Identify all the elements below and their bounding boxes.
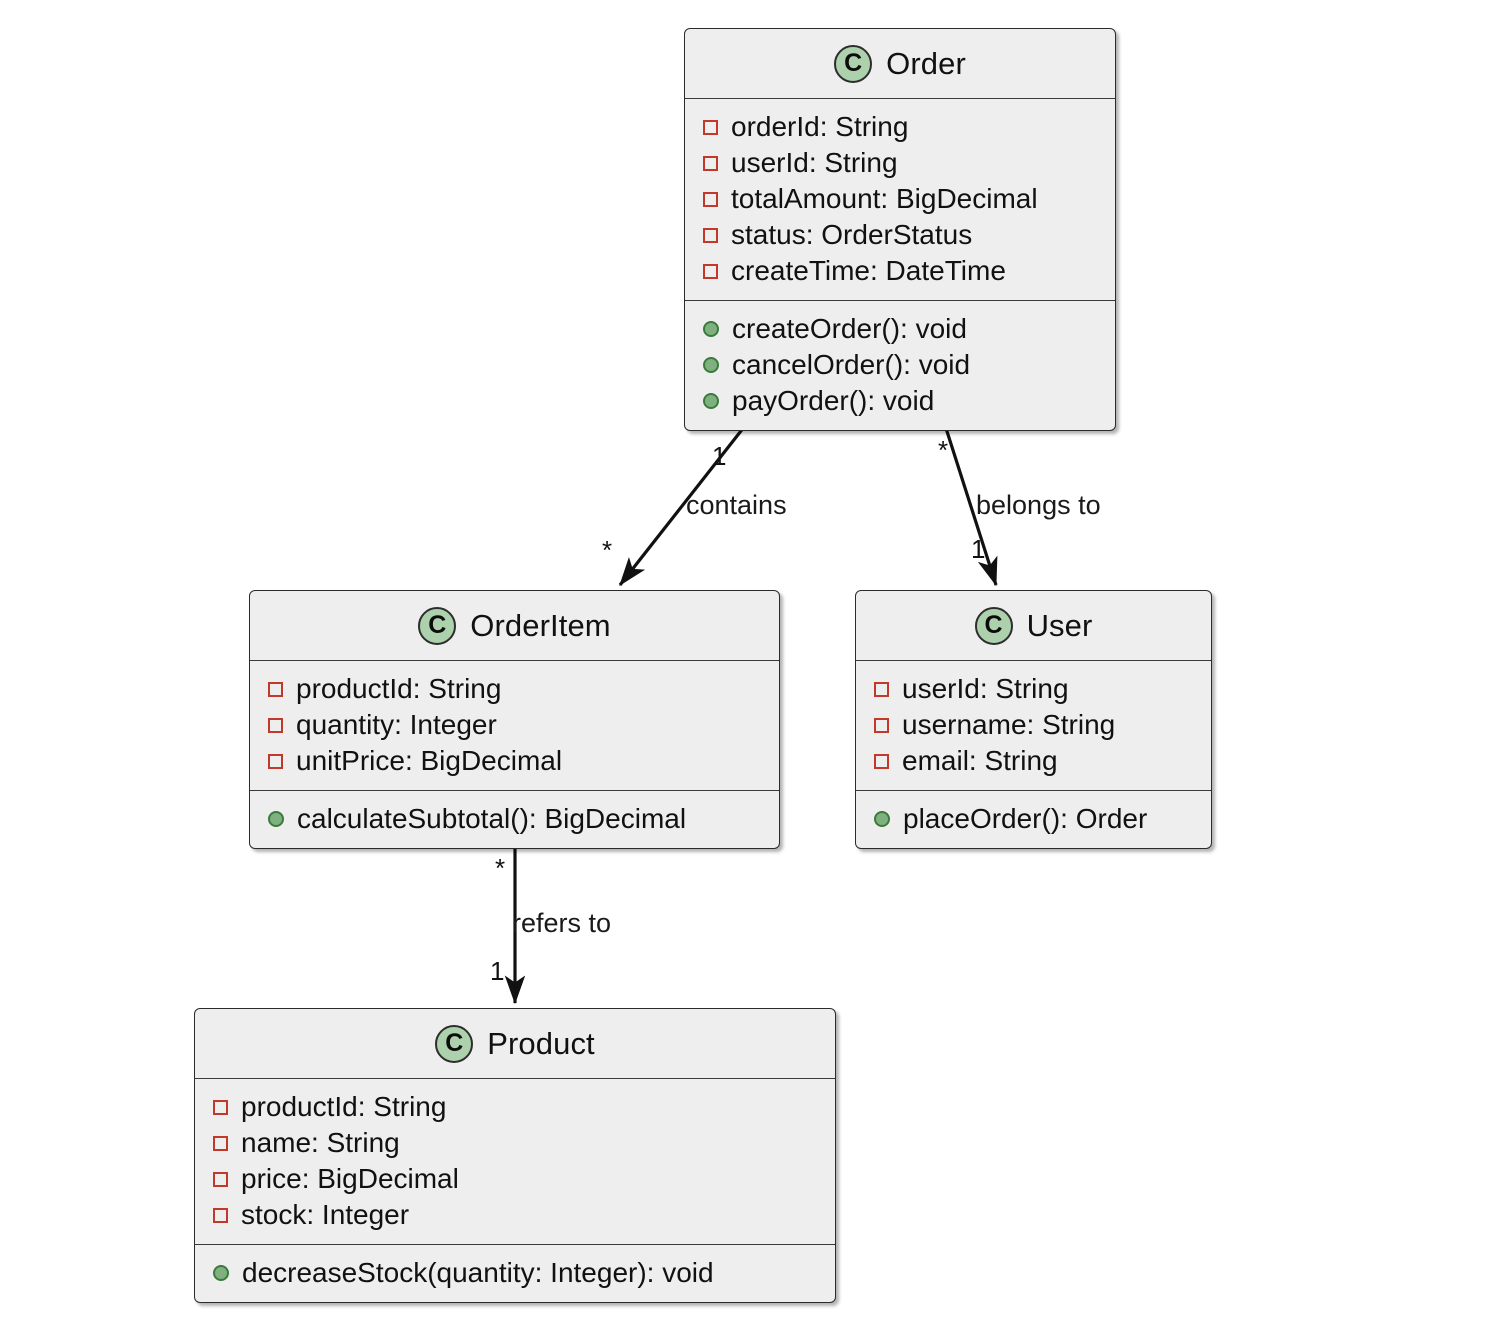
attribute-square-icon bbox=[213, 1207, 228, 1223]
method-row: decreaseStock(quantity: Integer): void bbox=[195, 1255, 835, 1291]
attribute-row: quantity: Integer bbox=[250, 707, 779, 743]
attribute-square-icon bbox=[268, 717, 283, 733]
method-circle-icon bbox=[703, 321, 719, 337]
attribute-row: name: String bbox=[195, 1125, 835, 1161]
attribute-row: username: String bbox=[856, 707, 1211, 743]
method-circle-icon bbox=[874, 811, 890, 827]
methods-compartment-order: createOrder(): void cancelOrder(): void … bbox=[685, 301, 1115, 430]
attribute-label: userId: String bbox=[731, 147, 898, 178]
edge-target-multiplicity-belongs-to: 1 bbox=[971, 534, 986, 564]
class-node-product[interactable]: C Product productId: String name: String… bbox=[194, 1008, 836, 1303]
attribute-row: email: String bbox=[856, 743, 1211, 779]
attribute-label: quantity: Integer bbox=[296, 709, 497, 740]
method-row: calculateSubtotal(): BigDecimal bbox=[250, 801, 779, 837]
edge-label-refers-to: refers to bbox=[512, 908, 612, 938]
attribute-label: createTime: DateTime bbox=[731, 255, 1006, 286]
class-name-order: Order bbox=[886, 46, 966, 81]
edge-target-multiplicity-refers-to: 1 bbox=[490, 956, 505, 986]
method-label: calculateSubtotal(): BigDecimal bbox=[297, 803, 687, 834]
attribute-row: status: OrderStatus bbox=[685, 217, 1115, 253]
attribute-square-icon bbox=[874, 753, 889, 769]
attribute-square-icon bbox=[703, 263, 718, 279]
class-header-user: C User bbox=[856, 591, 1211, 661]
attribute-label: stock: Integer bbox=[241, 1199, 410, 1230]
method-circle-icon bbox=[268, 811, 284, 827]
method-row: placeOrder(): Order bbox=[856, 801, 1211, 837]
attribute-square-icon bbox=[268, 753, 283, 769]
class-header-order: C Order bbox=[685, 29, 1115, 99]
class-node-orderitem[interactable]: C OrderItem productId: String quantity: … bbox=[249, 590, 780, 849]
method-label: placeOrder(): Order bbox=[903, 803, 1148, 834]
attribute-square-icon bbox=[703, 227, 718, 243]
attribute-square-icon bbox=[213, 1135, 228, 1151]
method-label: decreaseStock(quantity: Integer): void bbox=[242, 1257, 714, 1288]
methods-compartment-orderitem: calculateSubtotal(): BigDecimal bbox=[250, 791, 779, 848]
class-header-product: C Product bbox=[195, 1009, 835, 1079]
class-name-user: User bbox=[1026, 608, 1093, 643]
attribute-square-icon bbox=[268, 681, 283, 697]
class-badge-icon: C bbox=[435, 1024, 474, 1063]
attribute-row: productId: String bbox=[250, 671, 779, 707]
attribute-label: productId: String bbox=[296, 673, 502, 704]
attribute-square-icon bbox=[703, 119, 718, 135]
attribute-label: email: String bbox=[902, 745, 1058, 776]
attribute-row: unitPrice: BigDecimal bbox=[250, 743, 779, 779]
attribute-label: name: String bbox=[241, 1127, 400, 1158]
attribute-square-icon bbox=[703, 155, 718, 171]
attribute-row: stock: Integer bbox=[195, 1197, 835, 1233]
attribute-label: userId: String bbox=[902, 673, 1069, 704]
attribute-square-icon bbox=[703, 191, 718, 207]
attribute-row: totalAmount: BigDecimal bbox=[685, 181, 1115, 217]
class-node-user[interactable]: C User userId: String username: String e… bbox=[855, 590, 1212, 849]
attributes-compartment-user: userId: String username: String email: S… bbox=[856, 661, 1211, 791]
class-name-orderitem: OrderItem bbox=[470, 608, 611, 643]
methods-compartment-user: placeOrder(): Order bbox=[856, 791, 1211, 848]
class-badge-icon: C bbox=[974, 606, 1013, 645]
attribute-label: username: String bbox=[902, 709, 1116, 740]
method-circle-icon bbox=[703, 393, 719, 409]
edge-source-multiplicity-belongs-to: * bbox=[938, 435, 949, 465]
edge-source-multiplicity-contains: 1 bbox=[712, 441, 727, 471]
attribute-row: orderId: String bbox=[685, 109, 1115, 145]
attribute-label: productId: String bbox=[241, 1091, 447, 1122]
attributes-compartment-product: productId: String name: String price: Bi… bbox=[195, 1079, 835, 1245]
attributes-compartment-orderitem: productId: String quantity: Integer unit… bbox=[250, 661, 779, 791]
edge-source-multiplicity-refers-to: * bbox=[495, 853, 506, 883]
method-label: createOrder(): void bbox=[732, 313, 967, 344]
attribute-row: productId: String bbox=[195, 1089, 835, 1125]
attribute-square-icon bbox=[874, 681, 889, 697]
attribute-label: totalAmount: BigDecimal bbox=[731, 183, 1038, 214]
method-circle-icon bbox=[703, 357, 719, 373]
attribute-label: orderId: String bbox=[731, 111, 909, 142]
class-badge-icon: C bbox=[834, 44, 873, 83]
attribute-label: price: BigDecimal bbox=[241, 1163, 459, 1194]
edge-target-multiplicity-contains: * bbox=[602, 535, 613, 565]
method-row: cancelOrder(): void bbox=[685, 347, 1115, 383]
edge-label-belongs-to: belongs to bbox=[976, 490, 1101, 520]
method-row: payOrder(): void bbox=[685, 383, 1115, 419]
class-header-orderitem: C OrderItem bbox=[250, 591, 779, 661]
methods-compartment-product: decreaseStock(quantity: Integer): void bbox=[195, 1245, 835, 1302]
attribute-row: userId: String bbox=[856, 671, 1211, 707]
attribute-square-icon bbox=[874, 717, 889, 733]
edge-label-contains: contains bbox=[686, 490, 787, 520]
attributes-compartment-order: orderId: String userId: String totalAmou… bbox=[685, 99, 1115, 301]
method-circle-icon bbox=[213, 1265, 229, 1281]
method-label: cancelOrder(): void bbox=[732, 349, 971, 380]
class-badge-icon: C bbox=[418, 606, 457, 645]
attribute-square-icon bbox=[213, 1171, 228, 1187]
attribute-square-icon bbox=[213, 1099, 228, 1115]
class-name-product: Product bbox=[487, 1026, 595, 1061]
attribute-row: createTime: DateTime bbox=[685, 253, 1115, 289]
class-node-order[interactable]: C Order orderId: String userId: String t… bbox=[684, 28, 1116, 431]
method-row: createOrder(): void bbox=[685, 311, 1115, 347]
attribute-row: userId: String bbox=[685, 145, 1115, 181]
method-label: payOrder(): void bbox=[732, 385, 935, 416]
attribute-label: unitPrice: BigDecimal bbox=[296, 745, 563, 776]
attribute-row: price: BigDecimal bbox=[195, 1161, 835, 1197]
attribute-label: status: OrderStatus bbox=[731, 219, 973, 250]
